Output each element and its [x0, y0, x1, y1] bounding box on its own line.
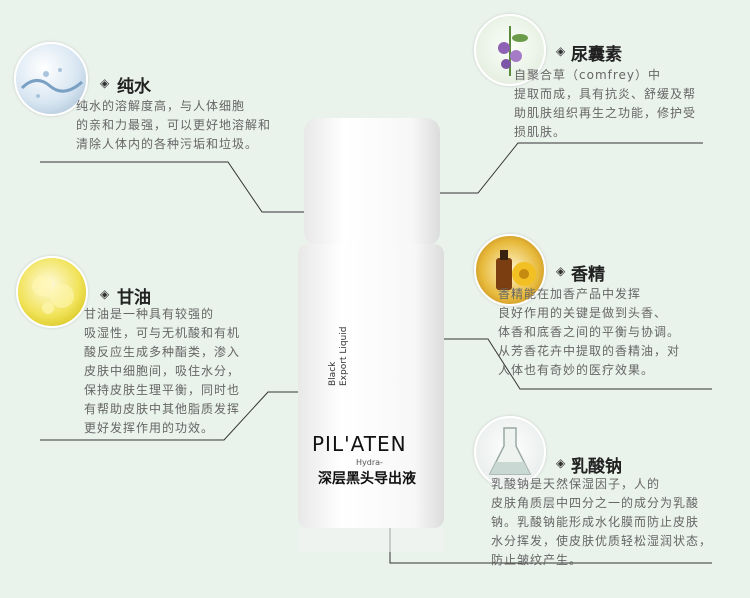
item-desc-glycerin: 甘油是一种具有较强的 吸湿性，可与无机酸和有机 酸反应生成多种酯类，渗入 皮肤中…	[84, 307, 241, 435]
item-desc-allantoin: 自聚合草（comfrey）中 提取而成，具有抗炎、舒缓及帮 助肌肤组织再生之功能…	[514, 68, 697, 139]
item-desc-fragrance: 香精能在加香产品中发挥 良好作用的关键是做到头香、 体香和底香之间的平衡与协调。…	[498, 287, 681, 377]
item-desc-water: 纯水的溶解度高，与人体细胞 的亲和力最强，可以更好地溶解和 清除人体内的各种污垢…	[76, 99, 272, 151]
item-desc-sodium-lactate: 乳酸钠是天然保湿因子，人的 皮肤角质层中四分之一的成分为乳酸 钠。乳酸钠能形成水…	[491, 477, 713, 567]
essential-oil-icon	[474, 234, 546, 306]
oil-drops-icon	[16, 256, 88, 328]
item-title-sodium-lactate: 乳酸钠	[571, 457, 622, 477]
diamond-bullet-icon: ◈	[100, 76, 110, 90]
product-bottle: Black Export Liquid PIL'ATEN Hydra- 深层黑头…	[298, 118, 444, 552]
diamond-bullet-icon: ◈	[100, 287, 110, 301]
bottle-sub: Hydra-	[356, 458, 383, 467]
item-title-glycerin: 甘油	[117, 288, 151, 308]
bottle-shape	[298, 118, 444, 552]
item-title-allantoin: 尿囊素	[571, 45, 622, 65]
brand-logo: PIL'ATEN	[312, 432, 407, 456]
diamond-bullet-icon: ◈	[556, 44, 566, 58]
flask-icon	[474, 416, 546, 488]
diamond-bullet-icon: ◈	[556, 456, 566, 470]
bottle-side-text-2: Export Liquid	[339, 326, 349, 386]
item-title-fragrance: 香精	[571, 265, 605, 285]
product-name-cn: 深层黑头导出液	[318, 471, 416, 487]
diamond-bullet-icon: ◈	[556, 264, 566, 278]
item-title-water: 纯水	[117, 77, 151, 97]
comfrey-flower-icon	[474, 14, 546, 86]
bottle-side-text-1: Black	[328, 361, 338, 386]
water-splash-icon	[14, 42, 88, 116]
